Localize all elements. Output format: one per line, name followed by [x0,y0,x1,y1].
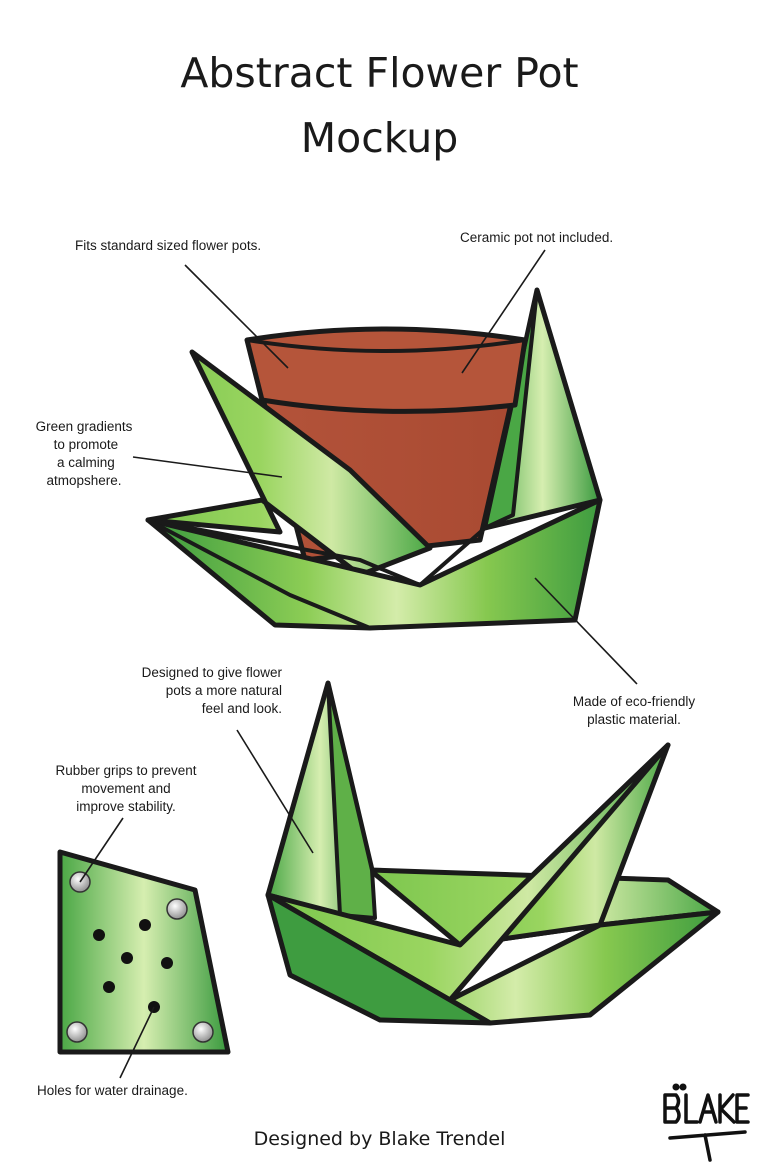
annotation-ceramic-pot: Ceramic pot not included. [460,230,614,245]
annotation-fits-pots: Fits standard sized flower pots. [75,238,262,253]
annotation-green-gradients: Green gradients to promote a calming atm… [35,419,133,488]
bottom-planter [265,680,721,1026]
hole [161,957,173,969]
designer-credit: Designed by Blake Trendel [253,1128,506,1150]
leader-lines [79,249,638,1079]
annotation-eco-friendly: Made of eco-friendly plastic material. [572,694,696,727]
top-planter [145,287,603,631]
bottom-tall-spike [265,680,377,920]
bottom-front-band [265,742,721,1026]
page-title-line-1: Abstract Flower Pot [180,49,579,97]
hole [93,929,105,941]
hole [103,981,115,993]
top-left-leaf [145,349,433,578]
drainage-holes [93,919,173,1013]
annotation-drainage-holes: Holes for water drainage. [37,1083,188,1098]
hole [121,952,133,964]
grip-bottom-left [66,1021,88,1043]
base-plate [57,849,231,1055]
annotation-natural-look: Designed to give flower pots a more natu… [141,665,282,716]
grip-bottom-right [192,1021,214,1043]
hole [139,919,151,931]
grip-top-right [166,898,188,920]
page-title-line-2: Mockup [300,114,459,162]
signature-logo [663,1083,750,1162]
annotation-rubber-grips: Rubber grips to prevent movement and imp… [55,763,197,814]
